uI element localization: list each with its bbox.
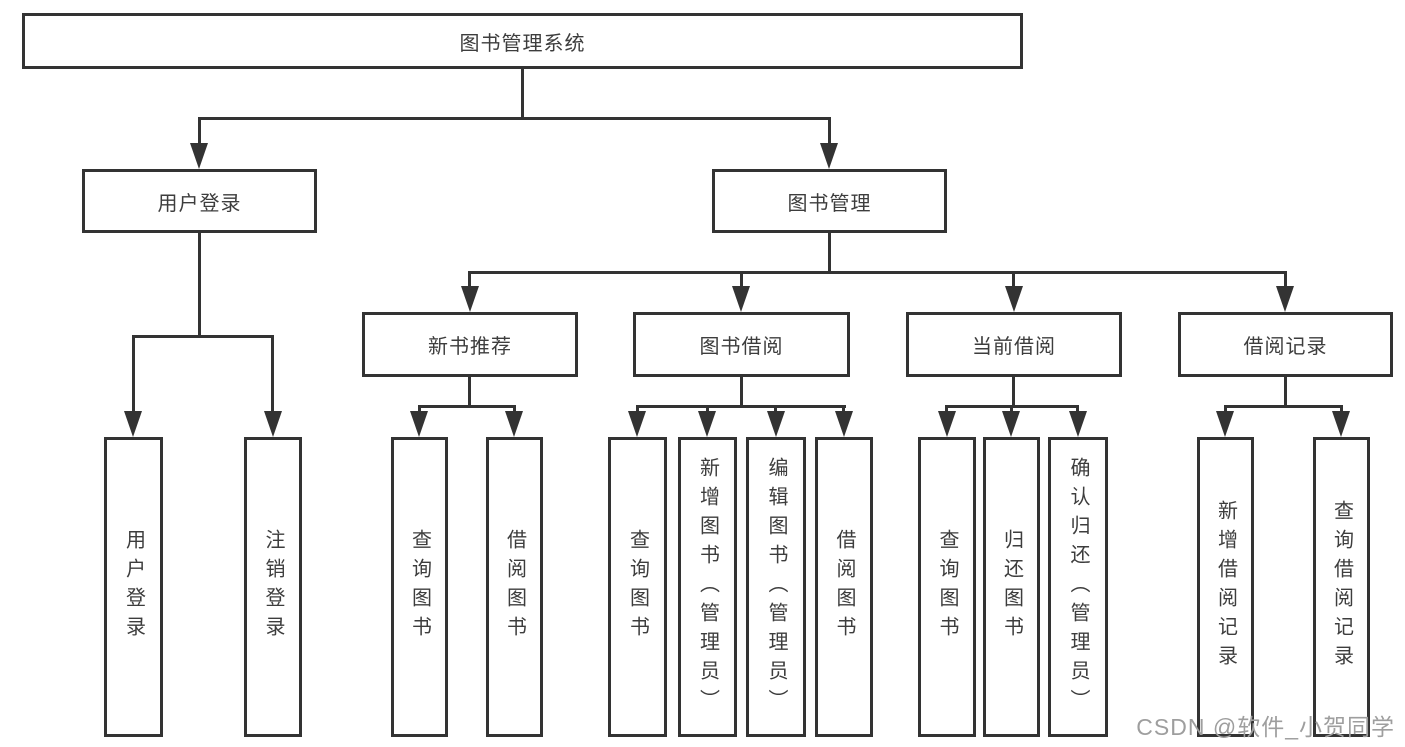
node-root-label: 图书管理系统 (459, 32, 586, 55)
connector-leaf-logout-stub (271, 335, 274, 413)
node-leaf-return-books-label: 归还图书 (1000, 529, 1023, 645)
connector-sec1-leaf1-stub (706, 405, 709, 415)
connector-user-login-stub (198, 117, 201, 147)
arrowhead-section-2-icon (1005, 286, 1023, 312)
connector-sec2-vline (1012, 377, 1015, 408)
connector-sec0-leaf0-stub (418, 405, 421, 415)
node-leaf-edit-books-admin-label: 编辑图书（管理员） (765, 456, 787, 718)
csdn-watermark: CSDN @软件_小贺同学 (1136, 714, 1395, 740)
node-book-mgmt-label: 图书管理 (787, 192, 872, 215)
node-leaf-query-books-borrow-label: 查询图书 (626, 529, 649, 645)
node-leaf-borrow-books: 借阅图书 (815, 437, 873, 737)
arrowhead-leaf-login-icon (124, 411, 142, 437)
node-leaf-user-login-label: 用户登录 (122, 529, 145, 645)
connector-root-vline (521, 69, 524, 117)
connector-level2-hline (198, 117, 831, 120)
node-leaf-edit-books-admin: 编辑图书（管理员） (746, 437, 806, 737)
node-leaf-borrow-books-label: 借阅图书 (833, 529, 855, 645)
arrowhead-sec2-leaf1-icon (1002, 411, 1020, 437)
arrowhead-sec1-leaf1-icon (698, 411, 716, 437)
connector-sec1-vline (740, 377, 743, 408)
node-leaf-add-borrow-record-label: 新增借阅记录 (1214, 500, 1237, 674)
node-section-borrow-records-label: 借阅记录 (1243, 336, 1328, 358)
node-leaf-query-books-current: 查询图书 (918, 437, 976, 737)
arrowhead-section-1-icon (732, 286, 750, 312)
connector-section-2-stub (1012, 271, 1015, 289)
connector-book-mgmt-vline (828, 233, 831, 273)
node-user-login: 用户登录 (82, 169, 317, 233)
node-section-borrow-records: 借阅记录 (1178, 312, 1393, 377)
arrowhead-section-0-icon (461, 286, 479, 312)
node-section-current-borrow-label: 当前借阅 (972, 336, 1056, 358)
node-section-book-borrow: 图书借阅 (633, 312, 850, 377)
node-user-login-label: 用户登录 (157, 192, 242, 215)
arrowhead-sec2-leaf2-icon (1069, 411, 1087, 437)
arrowhead-sec3-leaf0-icon (1216, 411, 1234, 437)
node-leaf-add-borrow-record: 新增借阅记录 (1197, 437, 1254, 737)
node-leaf-confirm-return-admin-label: 确认归还（管理员） (1067, 456, 1089, 718)
arrowhead-sec2-leaf0-icon (938, 411, 956, 437)
arrowhead-sec0-leaf0-icon (410, 411, 428, 437)
connector-section-0-stub (468, 271, 471, 289)
connector-sec1-leaf3-stub (842, 405, 845, 415)
node-leaf-query-books-newbooks: 查询图书 (391, 437, 448, 737)
node-leaf-borrow-books-newbooks-label: 借阅图书 (503, 529, 526, 645)
connector-sec2-leaf2-stub (1076, 405, 1079, 415)
connector-sec1-hline (636, 405, 846, 408)
node-book-mgmt: 图书管理 (712, 169, 947, 233)
node-section-new-books: 新书推荐 (362, 312, 578, 377)
node-leaf-logout: 注销登录 (244, 437, 302, 737)
node-leaf-user-login: 用户登录 (104, 437, 163, 737)
node-leaf-confirm-return-admin: 确认归还（管理员） (1048, 437, 1108, 737)
connector-sec2-leaf0-stub (945, 405, 948, 415)
connector-sec0-vline (468, 377, 471, 408)
connector-leaf-login-stub (132, 335, 135, 413)
node-section-current-borrow: 当前借阅 (906, 312, 1122, 377)
node-leaf-add-books-admin-label: 新增图书（管理员） (696, 456, 719, 718)
arrowhead-user-login-icon (190, 143, 208, 169)
node-leaf-return-books: 归还图书 (983, 437, 1040, 737)
node-leaf-add-books-admin: 新增图书（管理员） (678, 437, 737, 737)
connector-sec1-leaf0-stub (636, 405, 639, 415)
node-section-new-books-label: 新书推荐 (428, 336, 512, 358)
arrowhead-sec1-leaf2-icon (767, 411, 785, 437)
arrowhead-sec0-leaf1-icon (505, 411, 523, 437)
connector-book-mgmt-stub (828, 117, 831, 147)
connector-level3-hline (468, 271, 1287, 274)
connector-sec3-leaf1-stub (1340, 405, 1343, 415)
node-leaf-query-books-newbooks-label: 查询图书 (408, 529, 431, 645)
node-leaf-logout-label: 注销登录 (262, 529, 284, 645)
node-root: 图书管理系统 (22, 13, 1023, 69)
node-leaf-query-borrow-record-label: 查询借阅记录 (1330, 500, 1353, 674)
connector-sec0-leaf1-stub (513, 405, 516, 415)
connector-user-login-vline (198, 233, 201, 338)
node-section-book-borrow-label: 图书借阅 (699, 336, 784, 358)
connector-sec3-leaf0-stub (1224, 405, 1227, 415)
arrowhead-sec1-leaf3-icon (835, 411, 853, 437)
connector-sec0-hline (418, 405, 516, 408)
node-leaf-borrow-books-newbooks: 借阅图书 (486, 437, 543, 737)
connector-section-1-stub (740, 271, 743, 289)
arrowhead-sec1-leaf0-icon (628, 411, 646, 437)
connector-sec3-vline (1284, 377, 1287, 408)
connector-user-login-hline (132, 335, 274, 338)
arrowhead-leaf-logout-icon (264, 411, 282, 437)
node-leaf-query-borrow-record: 查询借阅记录 (1313, 437, 1370, 737)
connector-sec2-leaf1-stub (1010, 405, 1013, 415)
connector-section-3-stub (1284, 271, 1287, 289)
node-leaf-query-books-current-label: 查询图书 (936, 529, 958, 645)
node-leaf-query-books-borrow: 查询图书 (608, 437, 667, 737)
connector-sec1-leaf2-stub (774, 405, 777, 415)
arrowhead-sec3-leaf1-icon (1332, 411, 1350, 437)
arrowhead-book-mgmt-icon (820, 143, 838, 169)
arrowhead-section-3-icon (1276, 286, 1294, 312)
connector-sec3-hline (1224, 405, 1343, 408)
